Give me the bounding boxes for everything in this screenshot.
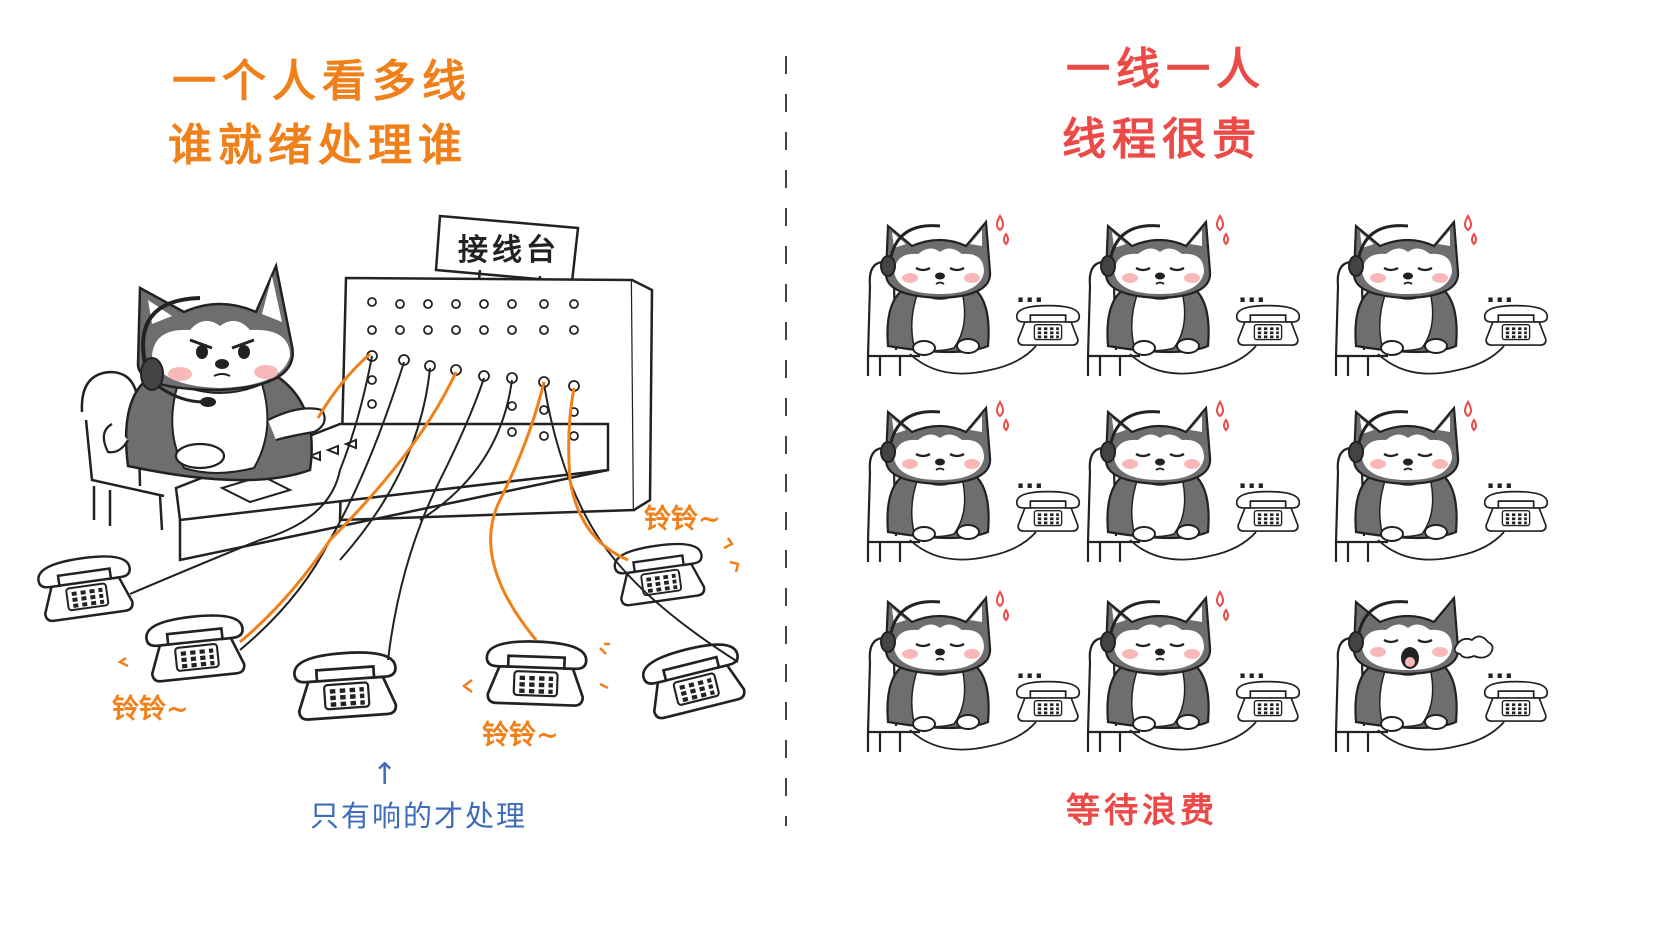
ring-label-3: 铃铃~ (644, 504, 721, 535)
waiting-dots: ... (1238, 280, 1265, 308)
note-text: 只有响的才处理 (310, 799, 527, 833)
husky-worker-icon (1336, 216, 1547, 376)
waiting-dots: ... (1486, 656, 1513, 684)
left-title-line2: 谁就绪处理谁 (168, 120, 468, 171)
phone-5-icon (638, 636, 750, 722)
right-panel: 一线一人 线程很贵 ... ... ... ... ... ... ... ..… (868, 44, 1547, 831)
note-arrow-icon: ↑ (372, 757, 397, 792)
left-panel: 一个人看多线 谁就绪处理谁 接线台 (35, 56, 750, 833)
waiting-dots: ... (1016, 280, 1043, 308)
ring-label-2: 铃铃~ (482, 720, 559, 751)
ring-marks (117, 537, 740, 693)
phone-4-icon[interactable] (483, 638, 589, 708)
waiting-dots: ... (1238, 656, 1265, 684)
husky-worker-icon (1088, 402, 1299, 562)
left-title-line1: 一个人看多线 (172, 56, 472, 107)
waiting-dots: ... (1016, 466, 1043, 494)
husky-worker-icon (1336, 402, 1547, 562)
husky-operator-icon (102, 261, 326, 482)
husky-yawning-icon (1336, 598, 1547, 752)
waiting-dots: ... (1238, 466, 1265, 494)
waiting-dots: ... (1486, 466, 1513, 494)
husky-worker-icon (1088, 216, 1299, 376)
husky-worker-icon (868, 402, 1079, 562)
ring-label-1: 铃铃~ (112, 694, 189, 725)
bottom-caption: 等待浪费 (1066, 791, 1218, 831)
right-title-line2: 线程很贵 (1062, 114, 1262, 165)
waiting-dots: ... (1016, 656, 1043, 684)
phone-3-icon (291, 648, 401, 722)
phone-1-icon (35, 550, 137, 624)
phone-2-icon[interactable] (143, 610, 249, 684)
husky-worker-icon (1088, 592, 1299, 752)
husky-worker-icon (868, 592, 1079, 752)
right-title-line1: 一线一人 (1066, 44, 1266, 95)
switchboard-sign-text: 接线台 (458, 233, 560, 268)
waiting-dots: ... (1486, 280, 1513, 308)
active-cables (239, 352, 629, 644)
husky-worker-icon (868, 216, 1079, 376)
